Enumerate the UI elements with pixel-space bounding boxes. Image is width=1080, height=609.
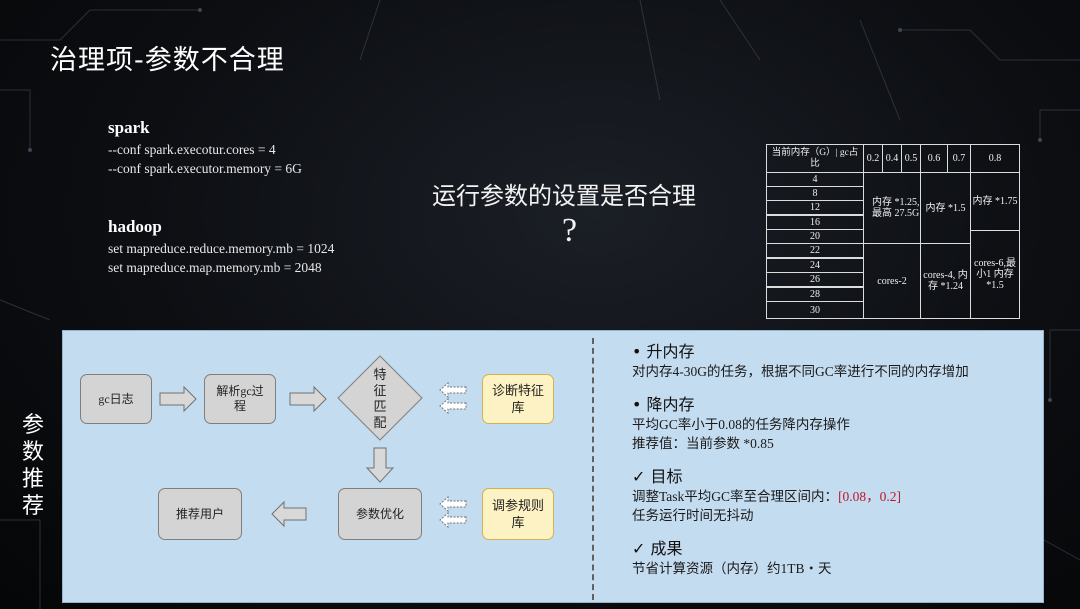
section-goal-text: 调整Task平均GC率至合理区间内：[0.08，0.2]: [632, 487, 1037, 506]
question-text: 运行参数的设置是否合理: [432, 182, 696, 210]
flow-param-opt-box: 参数优化: [338, 488, 422, 540]
hadoop-map-line: set mapreduce.map.memory.mb = 2048: [108, 260, 322, 275]
flow-feature-match-label: 特征匹配: [373, 367, 387, 430]
hadoop-reduce-line: set mapreduce.reduce.memory.mb = 1024: [108, 241, 335, 256]
section-increase-memory-text: 对内存4-30G的任务，根据不同GC率进行不同的内存增加: [632, 364, 969, 379]
panel-divider: [592, 338, 594, 600]
goal-range: [0.08，0.2]: [838, 489, 902, 504]
spark-memory-line: --conf spark.executor.memory = 6G: [108, 161, 302, 176]
arrow-right-2: [289, 385, 327, 413]
section-decrease-memory-text: 平均GC率小于0.08的任务降内存操作: [632, 417, 850, 432]
spark-config: spark --conf spark.execotur.cores = 4 --…: [108, 118, 302, 178]
section-goal-text-2: 任务运行时间无抖动: [632, 508, 754, 523]
side-label: 参数推荐: [21, 413, 44, 519]
section-goal-title: ✓ 目标: [632, 467, 683, 486]
flow-tune-rules-box: 调参规则库: [482, 488, 554, 540]
section-decrease-memory-value: 推荐值：当前参数 *0.85: [632, 436, 774, 451]
section-result-text: 节省计算资源（内存）约1TB・天: [632, 561, 832, 576]
goal-text-prefix: 调整Task平均GC率至合理区间内：: [632, 489, 839, 504]
table-cell-cores-6: cores-6,最小1 内存 *1.5: [970, 230, 1020, 319]
dashed-arrows-diag: [439, 381, 467, 415]
arrow-right-1: [159, 385, 197, 413]
spark-heading: spark: [108, 118, 150, 137]
arrow-down: [365, 447, 395, 483]
hadoop-config: hadoop set mapreduce.reduce.memory.mb = …: [108, 217, 334, 277]
memory-gc-table: 当前内存（G）| gc占比 0.2 0.4 0.5 0.6 0.7 0.8 4 …: [766, 144, 1020, 319]
hadoop-heading: hadoop: [108, 217, 162, 236]
flow-feature-diamond: [337, 355, 423, 441]
dashed-arrows-rules: [439, 495, 467, 529]
flow-gc-log-box: gc日志: [80, 374, 152, 424]
page-title: 治理项-参数不合理: [50, 45, 285, 76]
recommendation-notes: • 升内存 对内存4-30G的任务，根据不同GC率进行不同的内存增加 • 降内存…: [632, 338, 1037, 578]
section-increase-memory-title: • 升内存: [632, 342, 695, 361]
section-decrease-memory-title: • 降内存: [632, 395, 695, 414]
section-result-title: ✓ 成果: [632, 539, 683, 558]
spark-cores-line: --conf spark.execotur.cores = 4: [108, 142, 276, 157]
question-mark: ?: [562, 212, 578, 249]
flow-diag-lib-box: 诊断特征库: [482, 374, 554, 424]
flow-recommend-user-box: 推荐用户: [158, 488, 242, 540]
flow-parse-gc-box: 解析gc过程: [204, 374, 276, 424]
arrow-left: [271, 500, 307, 528]
